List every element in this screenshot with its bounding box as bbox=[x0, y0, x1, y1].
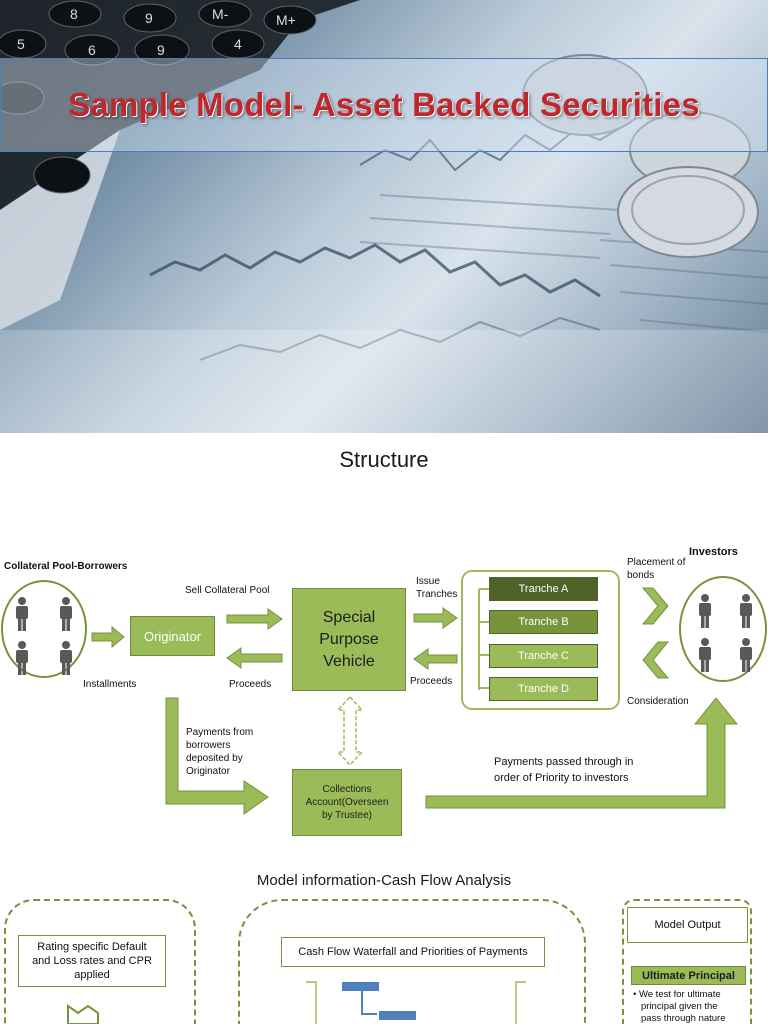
tranche-box bbox=[461, 570, 620, 710]
originator-box: Originator bbox=[130, 616, 215, 656]
arrow-left-icon bbox=[413, 648, 458, 670]
payments-from-line: Originator bbox=[186, 766, 230, 777]
tranche-a: Tranche A bbox=[489, 577, 598, 601]
assumptions-panel bbox=[4, 899, 196, 1024]
stock-chart-line bbox=[199, 316, 601, 361]
abs-structure-diagram: Collateral Pool-Borrowers Originator Ins… bbox=[0, 520, 768, 850]
finance-background-art: 8 9 M- M+ 5 6 9 4 bbox=[0, 0, 768, 433]
issue-tranches-label: Issue Tranches bbox=[416, 575, 457, 601]
collections-line: Collections bbox=[322, 784, 372, 795]
page-title: Sample Model- Asset Backed Securities bbox=[68, 86, 700, 123]
investors-ellipse bbox=[679, 576, 767, 682]
chevron-right-icon bbox=[641, 587, 669, 625]
bent-arrow-icon bbox=[165, 697, 269, 815]
issue-tranches-line: Tranches bbox=[416, 589, 458, 600]
ultimate-principal-bullets: • We test for ultimate principal given t… bbox=[633, 989, 751, 1024]
spv-label-line: Purpose bbox=[319, 630, 379, 648]
issue-tranches-line: Issue bbox=[416, 576, 440, 587]
collateral-pool-ellipse bbox=[1, 580, 87, 678]
proceeds-label-left: Proceeds bbox=[229, 679, 272, 690]
model-output-box: Model Output bbox=[627, 907, 748, 943]
installments-label: Installments bbox=[83, 679, 137, 690]
model-heading: Model information-Cash Flow Analysis bbox=[256, 872, 512, 889]
payments-from-label: Payments from borrowers deposited by Ori… bbox=[186, 726, 253, 778]
bottom-fade bbox=[0, 330, 768, 433]
collections-line: Account(Overseen bbox=[305, 797, 389, 808]
waterfall-label-box: Cash Flow Waterfall and Priorities of Pa… bbox=[281, 937, 545, 967]
chevron-left-icon bbox=[642, 641, 670, 679]
rating-assumptions-box: Rating specific Default and Loss rates a… bbox=[18, 935, 166, 987]
payments-passed-line: order of Priority to investors bbox=[494, 772, 629, 784]
rating-line: applied bbox=[74, 969, 110, 981]
placement-line: Placement of bbox=[627, 557, 686, 568]
rating-line: and Loss rates and CPR bbox=[32, 955, 152, 967]
structure-heading: Structure bbox=[339, 447, 429, 472]
calculator-edge bbox=[0, 130, 120, 330]
payments-passed-line: Payments passed through in bbox=[494, 756, 634, 768]
payments-from-line: deposited by bbox=[186, 753, 243, 764]
collections-line: by Trustee) bbox=[321, 810, 373, 821]
stock-chart-line bbox=[149, 243, 601, 298]
consideration-label: Consideration bbox=[627, 696, 689, 707]
key-label: M+ bbox=[276, 12, 296, 28]
output-panel bbox=[622, 899, 752, 1024]
spv-label-line: Special bbox=[322, 608, 376, 626]
investors-label: Investors bbox=[689, 546, 738, 558]
title-banner: 8 9 M- M+ 5 6 9 4 bbox=[0, 0, 768, 433]
placement-label: Placement of bonds bbox=[627, 556, 685, 582]
key-label: 5 bbox=[17, 36, 25, 52]
double-arrow-icon bbox=[336, 695, 364, 767]
sell-pool-label: Sell Collateral Pool bbox=[185, 585, 270, 596]
diagram-connectors bbox=[1, 570, 767, 815]
collections-account-box: Collections Account(Overseen by Trustee) bbox=[292, 769, 402, 836]
collateral-pool-label: Collateral Pool-Borrowers bbox=[4, 561, 128, 572]
spv-box: Special Purpose Vehicle bbox=[292, 588, 406, 691]
ultimate-principal-header: Ultimate Principal bbox=[631, 966, 746, 985]
arrow-right-icon bbox=[91, 625, 125, 649]
payments-passed-label: Payments passed through in order of Prio… bbox=[494, 754, 633, 786]
key-label: M- bbox=[212, 6, 229, 22]
arrow-left-icon bbox=[226, 647, 283, 669]
waterfall-panel bbox=[238, 899, 586, 1024]
key-label: 8 bbox=[70, 6, 78, 22]
payments-from-line: Payments from bbox=[186, 727, 254, 738]
proceeds-label-right: Proceeds bbox=[410, 676, 453, 687]
bullet-line: principal given the bbox=[641, 1001, 718, 1012]
tranche-d: Tranche D bbox=[489, 677, 598, 701]
key-label: 4 bbox=[234, 36, 242, 52]
tranche-c: Tranche C bbox=[489, 644, 598, 668]
coins bbox=[522, 54, 759, 258]
tranche-b: Tranche B bbox=[489, 610, 598, 634]
payments-from-line: borrowers bbox=[186, 740, 231, 751]
bullet-line: pass through nature bbox=[641, 1013, 726, 1024]
key-label: 9 bbox=[157, 42, 165, 58]
arrow-right-icon bbox=[226, 608, 283, 630]
key-label: 9 bbox=[145, 10, 153, 26]
long-arrow-icon bbox=[425, 697, 739, 809]
rating-line: Rating specific Default bbox=[37, 941, 147, 953]
placement-line: bonds bbox=[627, 570, 655, 581]
title-box: Sample Model- Asset Backed Securities bbox=[0, 58, 768, 152]
spv-label-line: Vehicle bbox=[323, 652, 375, 670]
arrow-right-icon bbox=[413, 607, 458, 629]
key-label: 6 bbox=[88, 42, 96, 58]
financial-table-lines bbox=[359, 194, 768, 333]
bullet-line: • We test for ultimate bbox=[633, 989, 721, 1000]
calculator-keys bbox=[0, 0, 317, 194]
